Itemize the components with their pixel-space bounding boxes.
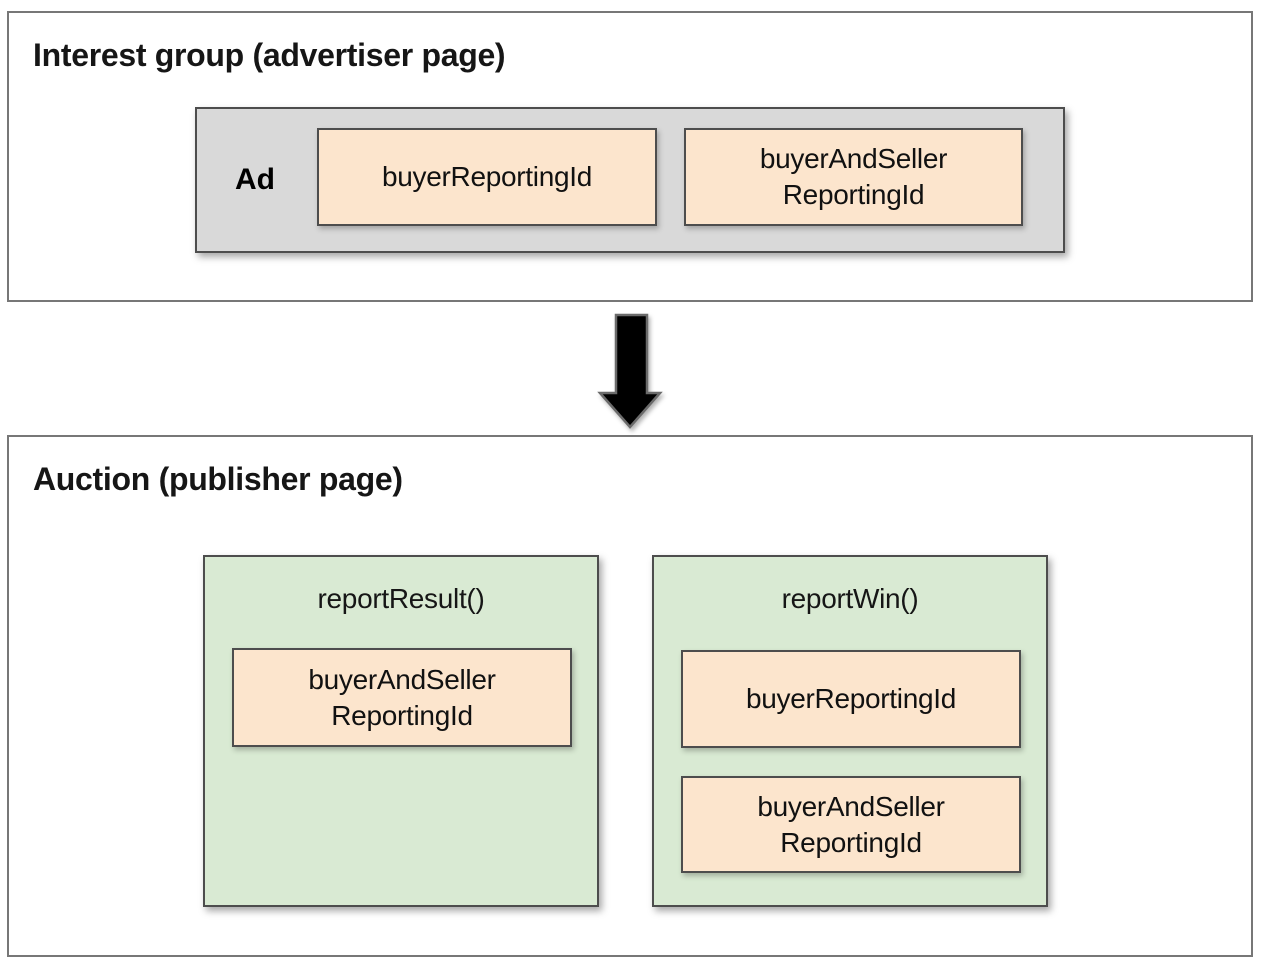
field-label: buyerAndSeller ReportingId: [308, 663, 496, 731]
field-label: buyerReportingId: [746, 683, 956, 714]
buyer-and-seller-reporting-id-box: buyerAndSeller ReportingId: [684, 128, 1023, 226]
buyer-reporting-id-box: buyerReportingId: [317, 128, 657, 226]
ad-label: Ad: [235, 163, 275, 196]
field-label: buyerAndSeller ReportingId: [759, 143, 948, 210]
down-arrow-icon: [595, 310, 665, 432]
buyer-and-seller-reporting-id-box: buyerAndSeller ReportingId: [681, 776, 1021, 873]
auction-title: Auction (publisher page): [33, 461, 403, 497]
buyer-reporting-id-box: buyerReportingId: [681, 650, 1021, 748]
report-win-title: reportWin(): [781, 583, 919, 614]
auction-section: Auction (publisher page) reportResult() …: [7, 435, 1253, 957]
interest-group-title: Interest group (advertiser page): [33, 37, 506, 73]
report-result-box: reportResult() buyerAndSeller ReportingI…: [203, 555, 599, 907]
field-label: buyerReportingId: [382, 161, 592, 192]
ad-container: Ad buyerReportingId buyerAndSeller Repor…: [195, 107, 1065, 253]
report-win-box: reportWin() buyerReportingId buyerAndSel…: [652, 555, 1048, 907]
field-label: buyerAndSeller ReportingId: [757, 790, 945, 858]
buyer-and-seller-reporting-id-box: buyerAndSeller ReportingId: [232, 648, 572, 747]
interest-group-section: Interest group (advertiser page) Ad buye…: [7, 11, 1253, 302]
report-result-title: reportResult(): [317, 583, 485, 614]
